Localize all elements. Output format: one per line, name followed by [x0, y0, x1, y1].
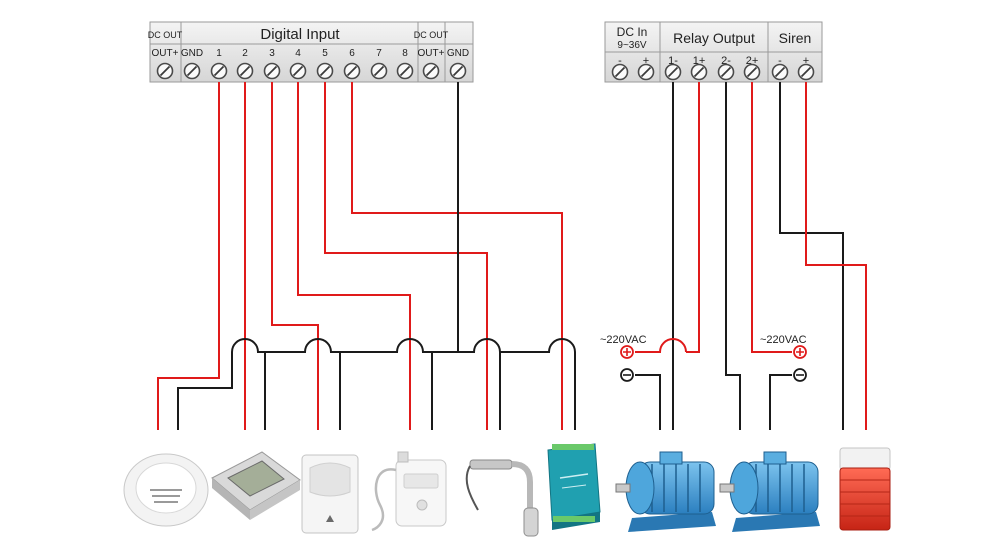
ac-source-2: ~220VAC	[760, 334, 807, 382]
strobe-siren-icon	[839, 447, 891, 531]
gas-detector-icon	[371, 451, 447, 532]
dc-out-right-label: DC OUT	[414, 30, 449, 40]
left-terminal-screw-10	[422, 62, 440, 80]
right-wiring	[635, 82, 867, 430]
right-terminal-label-7: +	[803, 55, 809, 67]
smoke-detector-icon	[123, 453, 209, 527]
left-terminal-screw-5	[289, 62, 307, 80]
left-terminal-label-9: 8	[402, 48, 408, 59]
right-terminal-label-4: 2-	[721, 55, 731, 67]
left-terminal-screw-2	[210, 62, 228, 80]
relay-output-label: Relay Output	[673, 30, 755, 46]
wire-gnd-drop-1	[177, 352, 233, 430]
ac-label-1: ~220VAC	[600, 334, 647, 346]
thermostat-panel-icon	[211, 451, 301, 520]
left-terminal-screw-4	[263, 62, 281, 80]
wire-input-1	[157, 82, 220, 430]
right-terminal-label-1: +	[643, 55, 649, 67]
left-terminal-label-11: GND	[447, 48, 469, 59]
float-level-switch-icon	[465, 459, 539, 537]
left-terminal-label-10: OUT+	[418, 48, 445, 59]
left-terminal-screw-1	[183, 62, 201, 80]
right-terminal-block: DC In 9~36V Relay Output Siren - +1- 1+ 2- 2…	[604, 21, 823, 83]
left-terminal-label-2: 1	[216, 48, 222, 59]
left-terminal-label-6: 5	[322, 48, 328, 59]
wire-relay-1-plus	[686, 82, 700, 353]
left-terminal-screw-3	[236, 62, 254, 80]
right-terminal-screw-6	[771, 63, 789, 81]
right-terminal-screw-5	[743, 63, 761, 81]
left-terminal-label-5: 4	[295, 48, 301, 59]
dc-in-label: DC In	[617, 25, 648, 39]
right-terminal-screw-1	[637, 63, 655, 81]
right-terminal-label-6: -	[778, 55, 782, 67]
wire-relay-2-plus	[751, 82, 792, 353]
siren-label: Siren	[779, 30, 812, 46]
wire-siren-plus	[805, 82, 867, 430]
ac-label-2: ~220VAC	[760, 334, 807, 346]
wire-relay-2-minus	[725, 82, 741, 430]
left-terminal-label-4: 3	[269, 48, 275, 59]
right-terminal-screw-4	[717, 63, 735, 81]
wire-gnd-bus	[231, 338, 576, 353]
dc-out-left-label: DC OUT	[148, 30, 183, 40]
ac-source-1: ~220VAC	[600, 334, 647, 382]
right-terminal-label-5: 2+	[746, 55, 759, 67]
wire-siren-minus	[779, 82, 844, 430]
right-terminal-screw-2	[664, 63, 682, 81]
left-terminal-screw-9	[396, 62, 414, 80]
left-terminal-screw-7	[343, 62, 361, 80]
pir-motion-sensor-icon	[301, 454, 359, 534]
wire-input-3	[271, 82, 319, 430]
digital-input-label: Digital Input	[260, 26, 340, 43]
left-terminal-label-7: 6	[349, 48, 355, 59]
left-terminal-label-8: 7	[376, 48, 382, 59]
left-terminal-label-1: GND	[181, 48, 203, 59]
left-terminal-label-0: OUT+	[152, 48, 179, 59]
right-terminal-label-3: 1+	[693, 55, 706, 67]
right-terminal-screw-7	[797, 63, 815, 81]
right-terminal-label-0: -	[618, 55, 622, 67]
electric-motor-2-icon	[719, 451, 820, 532]
right-terminal-label-2: 1-	[668, 55, 678, 67]
wire-input-5	[324, 82, 488, 430]
wire-ac2-neutral	[769, 374, 792, 430]
left-terminal-screw-0	[156, 62, 174, 80]
electric-motor-1-icon	[615, 451, 716, 532]
right-terminal-screw-0	[611, 63, 629, 81]
right-terminal-screw-3	[690, 63, 708, 81]
signal-module-icon	[547, 443, 601, 530]
wire-ac1-live	[635, 338, 687, 353]
left-wiring	[157, 82, 576, 430]
dc-in-range-label: 9~36V	[617, 40, 647, 51]
left-terminal-screw-11	[449, 62, 467, 80]
wire-ac1-neutral	[635, 374, 661, 430]
wire-input-4	[297, 82, 411, 430]
left-terminal-screw-8	[370, 62, 388, 80]
left-terminal-screw-6	[316, 62, 334, 80]
left-terminal-label-3: 2	[242, 48, 248, 59]
